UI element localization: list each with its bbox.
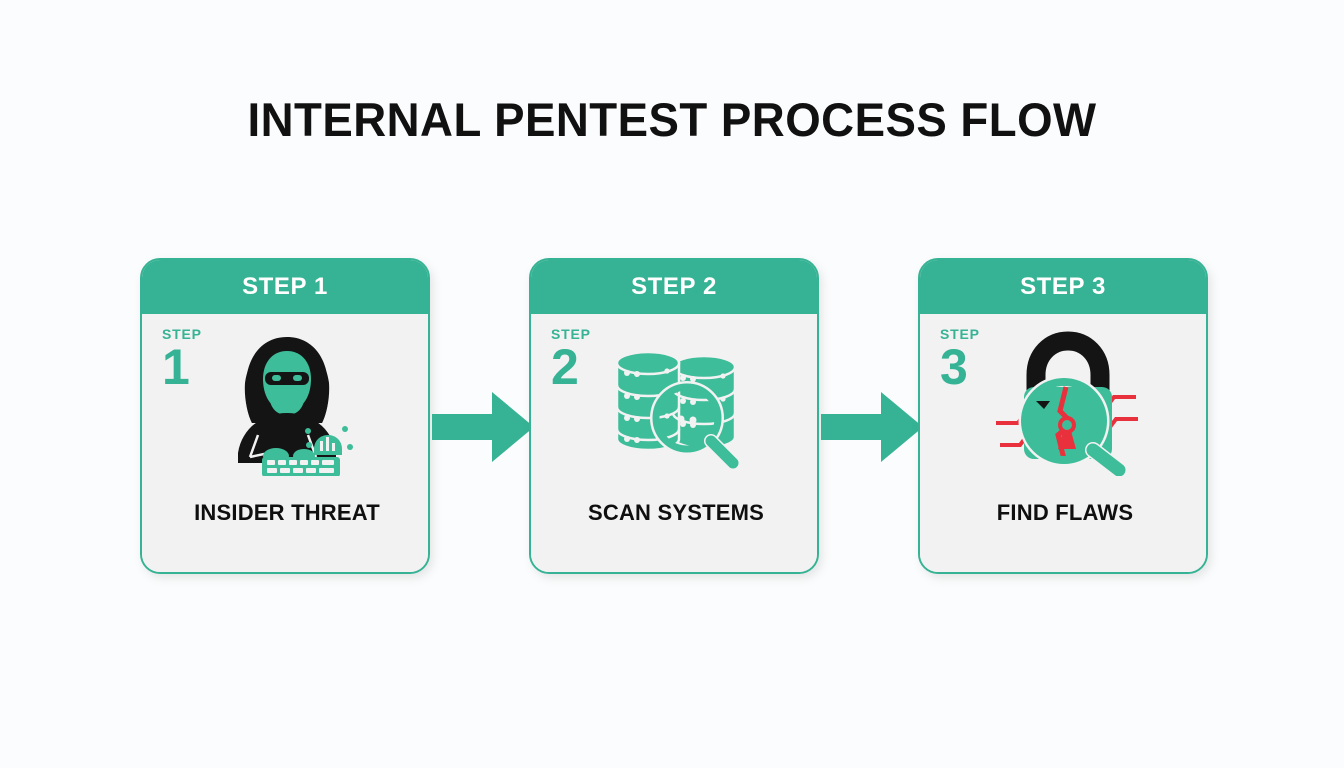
step-card-3-header: STEP 3	[920, 260, 1206, 314]
step-card-1-label: INSIDER THREAT	[194, 500, 380, 525]
broken-padlock-magnifier-icon	[920, 328, 1206, 478]
database-stack-magnifier-icon	[531, 328, 817, 478]
step-card-3[interactable]: STEP 3 STEP 3	[918, 258, 1208, 574]
step-card-2-label: SCAN SYSTEMS	[588, 500, 764, 525]
step-card-2[interactable]: STEP 2 STEP 2	[529, 258, 819, 574]
process-flow-row: STEP 1 STEP 1	[140, 258, 1208, 576]
step-card-2-body: STEP 2	[531, 314, 817, 572]
step-badge-1-number: 1	[162, 339, 190, 395]
step-card-1-body: STEP 1	[142, 314, 428, 572]
step-card-1[interactable]: STEP 1 STEP 1	[140, 258, 430, 574]
step-card-3-body: STEP 3	[920, 314, 1206, 572]
step-card-3-label: FIND FLAWS	[996, 500, 1134, 525]
page-title: INTERNAL PENTEST PROCESS FLOW	[247, 93, 1097, 146]
step-badge-3-number: 3	[940, 339, 968, 395]
step-badge-1-word: STEP	[162, 326, 202, 342]
step-badge-3: STEP 3	[940, 327, 980, 392]
step-card-1-header: STEP 1	[142, 260, 428, 314]
hacker-hoodie-keyboard-icon	[142, 328, 428, 478]
step-badge-1: STEP 1	[162, 327, 202, 392]
step-badge-2-number: 2	[551, 339, 579, 395]
arrow-step1-to-step2	[432, 390, 536, 464]
step-badge-2: STEP 2	[551, 327, 591, 392]
arrow-step2-to-step3	[821, 390, 925, 464]
step-badge-2-word: STEP	[551, 326, 591, 342]
step-card-2-header: STEP 2	[531, 260, 817, 314]
step-badge-3-word: STEP	[940, 326, 980, 342]
